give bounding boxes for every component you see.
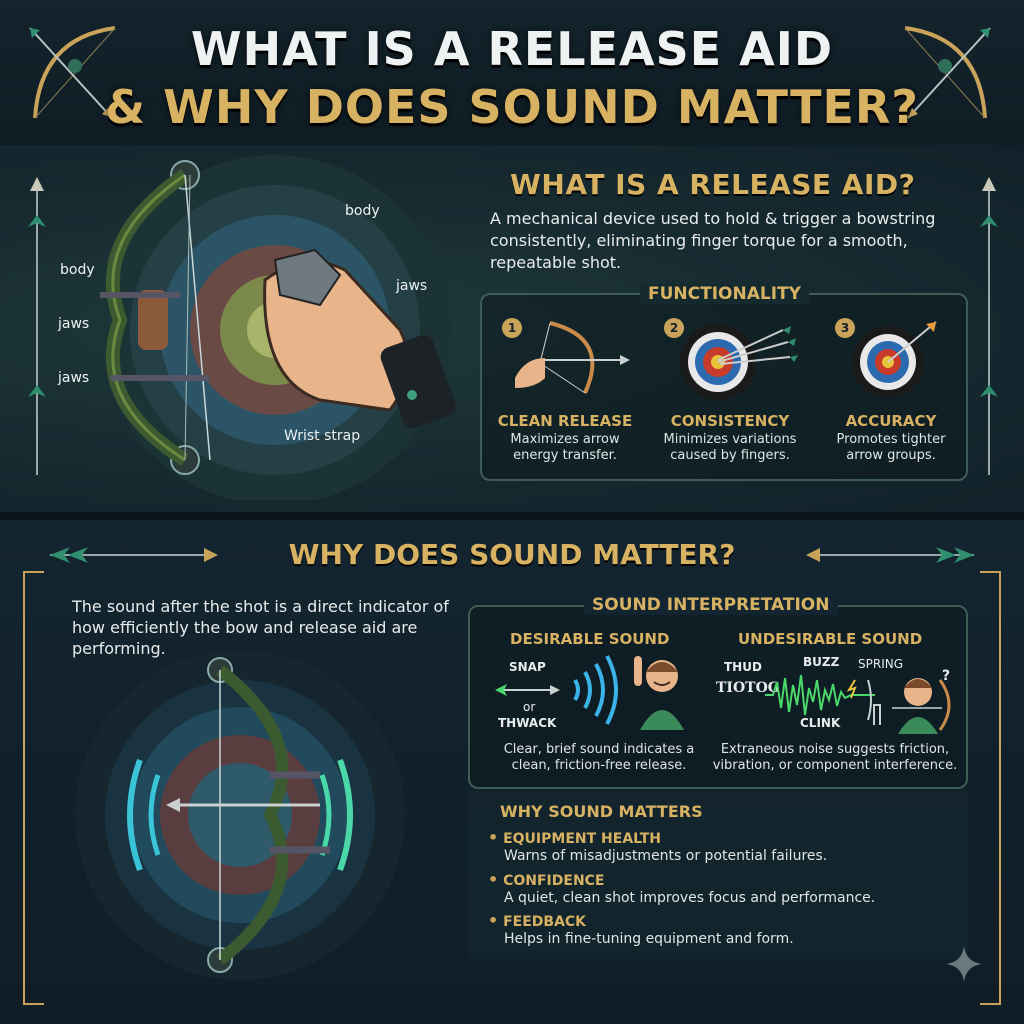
feature-desc-line: energy transfer. — [513, 448, 617, 463]
vertical-arrow-icon — [980, 177, 998, 475]
release-aid-description: A mechanical device used to hold & trigg… — [490, 209, 936, 272]
feature-1-number: 1 — [502, 318, 522, 338]
label-jaws-right: jaws — [396, 278, 428, 294]
bullseye-arrow-icon — [852, 321, 937, 398]
feature-clean-release: CLEAN RELEASE Maximizes arrow energy tra… — [490, 412, 640, 464]
section-divider — [0, 512, 1024, 522]
desc-line: vibration, or component interference. — [712, 758, 958, 773]
bow-draw-icon — [515, 321, 630, 394]
feature-accuracy: ACCURACY Promotes tighter arrow groups. — [816, 412, 966, 464]
horizontal-arrow-icon — [50, 547, 218, 563]
vertical-arrow-icon — [28, 177, 46, 475]
sound-word-thwack: THWACK — [498, 716, 557, 730]
sound-word-question: ? — [942, 668, 951, 684]
hand-with-release-aid-icon — [263, 248, 456, 429]
desc-line: Clear, brief sound indicates a — [503, 742, 695, 757]
why-item-desc: Warns of misadjustments or potential fai… — [504, 848, 828, 864]
feature-desc-line: arrow groups. — [846, 448, 936, 463]
sound-word-buzz: BUZZ — [803, 655, 840, 669]
why-item-title: EQUIPMENT HEALTH — [503, 831, 662, 847]
release-aid-heading: WHAT IS A RELEASE AID? — [510, 168, 916, 201]
page-title-line-2: & WHY DOES SOUND MATTER? — [105, 80, 919, 134]
sound-interpretation-title: SOUND INTERPRETATION — [584, 595, 838, 615]
sound-word-clink: CLINK — [800, 716, 841, 730]
desc-line: clean, friction-free release. — [511, 758, 687, 773]
feature-consistency: CONSISTENCY Minimizes variations caused … — [655, 412, 805, 464]
feature-title: CONSISTENCY — [670, 412, 790, 430]
why-sound-matters-title: WHY SOUND MATTERS — [500, 802, 703, 821]
why-sound-matters-box — [468, 790, 968, 960]
label-jaws-left: jaws — [58, 316, 90, 332]
bullet-icon: • — [488, 870, 499, 889]
feature-title: ACCURACY — [845, 412, 937, 430]
desc-line: Extraneous noise suggests friction, — [720, 742, 950, 757]
bow-and-release-illustration — [100, 155, 456, 500]
label-body-top: body — [345, 203, 380, 219]
why-item-equipment-health: • EQUIPMENT HEALTH Warns of misadjustmen… — [488, 828, 958, 864]
bullet-icon: • — [488, 911, 499, 930]
functionality-title: FUNCTIONALITY — [640, 284, 809, 304]
sparkle-icon — [946, 946, 982, 982]
frame-ornament-icon — [980, 571, 1001, 1005]
feature-3-number: 3 — [835, 318, 855, 338]
feature-2-number: 2 — [664, 318, 684, 338]
feature-desc-line: Maximizes arrow — [510, 432, 620, 447]
header-banner: WHAT IS A RELEASE AID & WHY DOES SOUND M… — [0, 0, 1024, 150]
happy-archer-icon — [634, 656, 684, 730]
compound-bow-icon — [100, 160, 211, 475]
bullet-icon: • — [488, 828, 499, 847]
desirable-sound-title: DESIRABLE SOUND — [510, 630, 670, 648]
why-item-desc: A quiet, clean shot improves focus and p… — [504, 890, 876, 906]
arrow-sound-wave-icon — [495, 655, 618, 725]
sound-description: The sound after the shot is a direct ind… — [72, 597, 449, 658]
bow-sound-waves-illustration — [75, 650, 405, 980]
why-item-confidence: • CONFIDENCE A quiet, clean shot improve… — [488, 870, 958, 906]
crossed-bow-arrow-icon — [904, 26, 991, 119]
feature-desc-line: caused by fingers. — [670, 448, 790, 463]
label-jaws-left-2: jaws — [58, 370, 90, 386]
why-item-desc: Helps in fine-tuning equipment and form. — [504, 931, 794, 947]
page-title-line-1: WHAT IS A RELEASE AID — [190, 22, 834, 76]
why-item-title: FEEDBACK — [503, 914, 587, 930]
noise-waveform-icon — [765, 674, 875, 716]
sound-interpretation-box — [468, 605, 968, 789]
sound-word-tiotog: TIOTOG — [716, 680, 780, 696]
undesirable-sound-desc: Extraneous noise suggests friction, vibr… — [705, 742, 965, 774]
sound-word-thud: THUD — [724, 660, 762, 674]
why-item-feedback: • FEEDBACK Helps in fine-tuning equipmen… — [488, 911, 958, 947]
feature-desc-line: Minimizes variations — [663, 432, 797, 447]
crossed-bow-arrow-icon — [29, 26, 116, 119]
feature-title: CLEAN RELEASE — [497, 412, 633, 430]
horizontal-arrow-icon — [806, 547, 974, 563]
sound-word-spring: SPRING — [858, 657, 904, 671]
sound-word-or: or — [523, 700, 536, 714]
sound-heading: WHY DOES SOUND MATTER? — [288, 538, 736, 571]
label-body-left: body — [60, 262, 95, 278]
frame-ornament-icon — [23, 571, 44, 1005]
why-item-title: CONFIDENCE — [503, 873, 605, 889]
label-wrist-strap: Wrist strap — [284, 428, 361, 444]
confused-archer-icon — [867, 678, 951, 734]
feature-desc-line: Promotes tighter — [836, 432, 946, 447]
desirable-sound-desc: Clear, brief sound indicates a clean, fr… — [484, 742, 714, 774]
target-with-arrows-icon — [680, 324, 798, 400]
sound-word-snap: SNAP — [509, 660, 546, 674]
undesirable-sound-title: UNDESIRABLE SOUND — [738, 630, 923, 648]
